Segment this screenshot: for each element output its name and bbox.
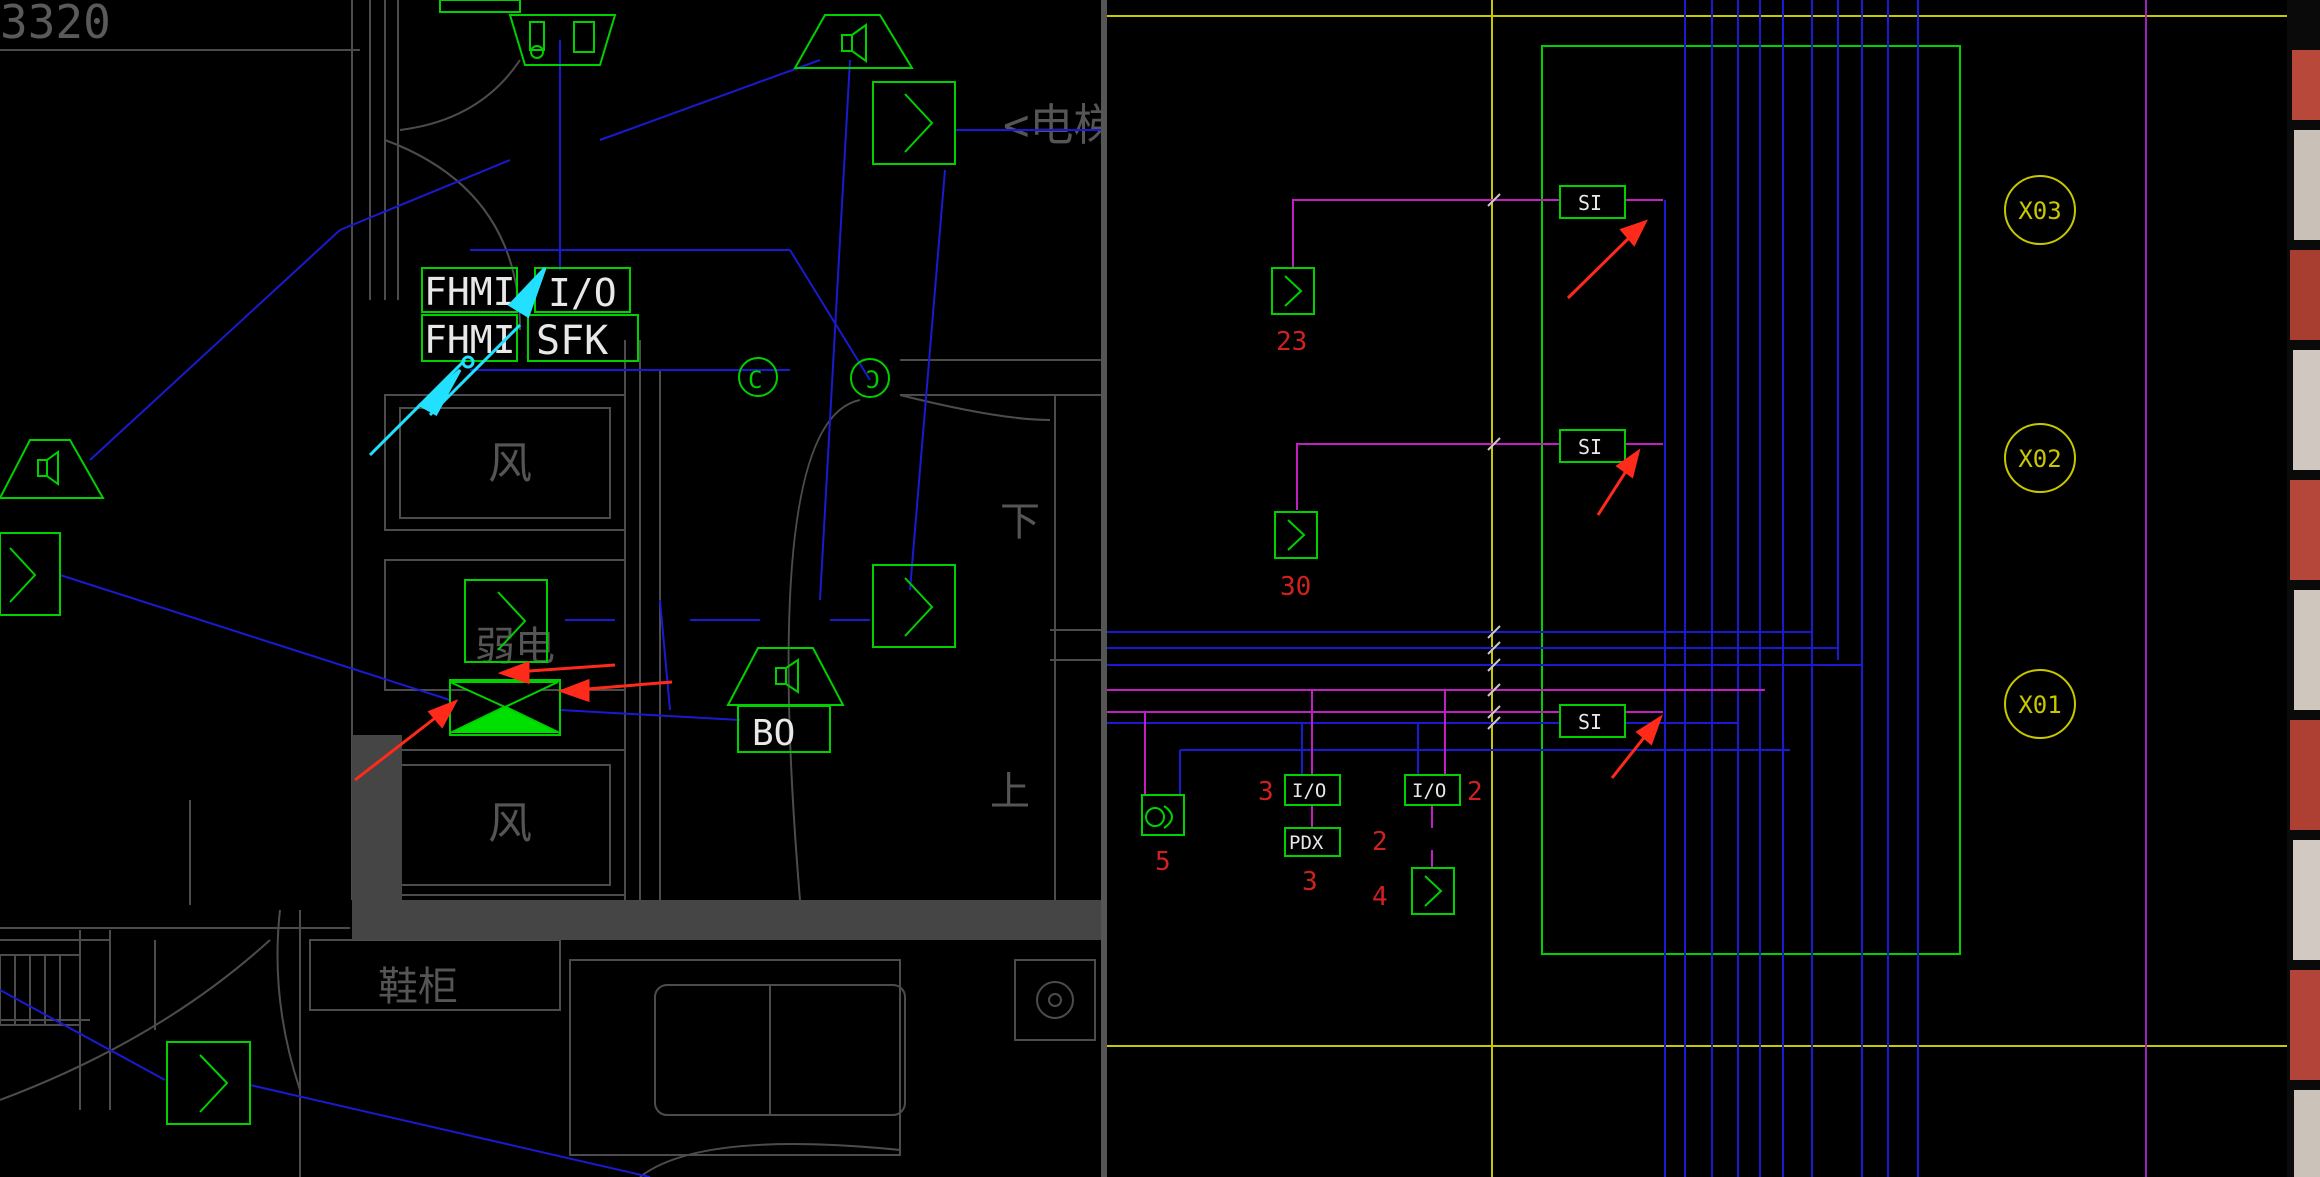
red-annotation-arrows-left (354, 660, 673, 782)
viewport-divider (1101, 0, 1107, 1177)
smoke-detector-2 (872, 564, 956, 648)
magenta-detector-loops (1107, 199, 1765, 868)
elevator-symbol-left: C (748, 366, 762, 394)
room-label-up: 上 (990, 769, 1030, 815)
detector-s-4 (1411, 867, 1455, 915)
bus-label-x02: X02 (2018, 445, 2061, 473)
room-label-wind-upper: 风 (488, 438, 532, 489)
fire-damper-device-highlighted[interactable] (449, 679, 561, 736)
si-label-1: SI (1578, 191, 1602, 215)
bus-circle-x02[interactable]: X02 (2004, 423, 2076, 493)
right-schematic-view[interactable]: SI SI SI (1107, 0, 2287, 1177)
io-top-label: I/O (548, 271, 617, 315)
detector-s-23 (1271, 267, 1315, 315)
fhmi-bottom-label: FHMI (424, 318, 516, 362)
architectural-walls (0, 0, 1103, 1177)
speaker-bo (726, 647, 845, 706)
desktop-background-strip (2287, 0, 2320, 1177)
speaker-left (0, 439, 105, 499)
room-label-down: 下 (1000, 499, 1040, 545)
io-right-label: I/O (1412, 780, 1446, 802)
left-green-devices (0, 0, 956, 1125)
blue-bus-lines (1664, 0, 1919, 1177)
room-label-shoe-cabinet: 鞋柜 (378, 964, 458, 1010)
si-module-2[interactable]: SI (1559, 429, 1626, 463)
count-4: 4 (1372, 882, 1388, 912)
elevator-symbol-right: C (866, 366, 880, 394)
bus-label-x03: X03 (2018, 197, 2061, 225)
speaker-top (793, 14, 914, 69)
si-module-1[interactable]: SI (1559, 185, 1626, 219)
io-left-label: I/O (1292, 780, 1326, 802)
bo-module-box (737, 705, 831, 753)
io-module-left[interactable]: I/O (1284, 774, 1341, 806)
elevator-circle-right (850, 358, 890, 398)
right-view-background (1107, 0, 2287, 1177)
smoke-detector-3 (0, 532, 61, 616)
panel-enclosure (1541, 45, 1961, 955)
count-30: 30 (1280, 572, 1311, 602)
smoke-detector-5 (166, 1041, 251, 1125)
device-counts: 23 30 4 3 2 2 3 5 (1155, 327, 1483, 912)
left-blue-wiring (0, 40, 1103, 1177)
count-sounder: 5 (1155, 847, 1171, 877)
si-label-2: SI (1578, 435, 1602, 459)
sounder-device (1141, 794, 1185, 836)
structural-wall-slab (352, 735, 1103, 940)
dimension-label: 3320 (0, 0, 111, 49)
detector-s-30 (1274, 511, 1318, 559)
cyan-annotation-arrows (368, 266, 547, 457)
tick-marks (1487, 193, 1501, 730)
yellow-frame-lines (1107, 0, 2287, 1177)
count-pdx-below: 3 (1302, 867, 1318, 897)
count-23: 23 (1276, 327, 1307, 357)
smoke-detector-4 (464, 579, 548, 663)
count-io-left: 3 (1258, 777, 1274, 807)
io-module-right[interactable]: I/O (1404, 774, 1461, 806)
bus-label-x01: X01 (2018, 691, 2061, 719)
elevator-label: <电梯 (1003, 100, 1118, 151)
bus-circle-x03[interactable]: X03 (2004, 175, 2076, 245)
fhmi-top-label: FHMI (424, 270, 516, 314)
room-label-wind-lower: 风 (488, 798, 532, 849)
right-detectors (1141, 267, 1455, 915)
fhmi-top-box (421, 267, 518, 313)
left-view-background (0, 0, 1103, 1177)
left-floor-plan-view[interactable]: 3320 (0, 0, 1118, 1177)
fhmi-bottom-box (421, 314, 518, 362)
si-module-3[interactable]: SI (1559, 704, 1626, 738)
si-label-3: SI (1578, 710, 1602, 734)
red-annotation-arrows-right (1566, 219, 1663, 779)
pdx-module[interactable]: PDX (1284, 827, 1341, 857)
smoke-detector-1 (872, 81, 956, 165)
bo-label: BO (752, 713, 795, 754)
sfk-label: SFK (536, 318, 608, 364)
count-pdx-right: 2 (1372, 827, 1388, 857)
elevator-circle-left (738, 357, 778, 397)
bus-circle-x01[interactable]: X01 (2004, 669, 2076, 739)
lamp-sounder-device (508, 14, 617, 66)
count-io-right: 2 (1467, 777, 1483, 807)
sfk-box (527, 314, 639, 362)
pdx-label: PDX (1289, 832, 1324, 854)
